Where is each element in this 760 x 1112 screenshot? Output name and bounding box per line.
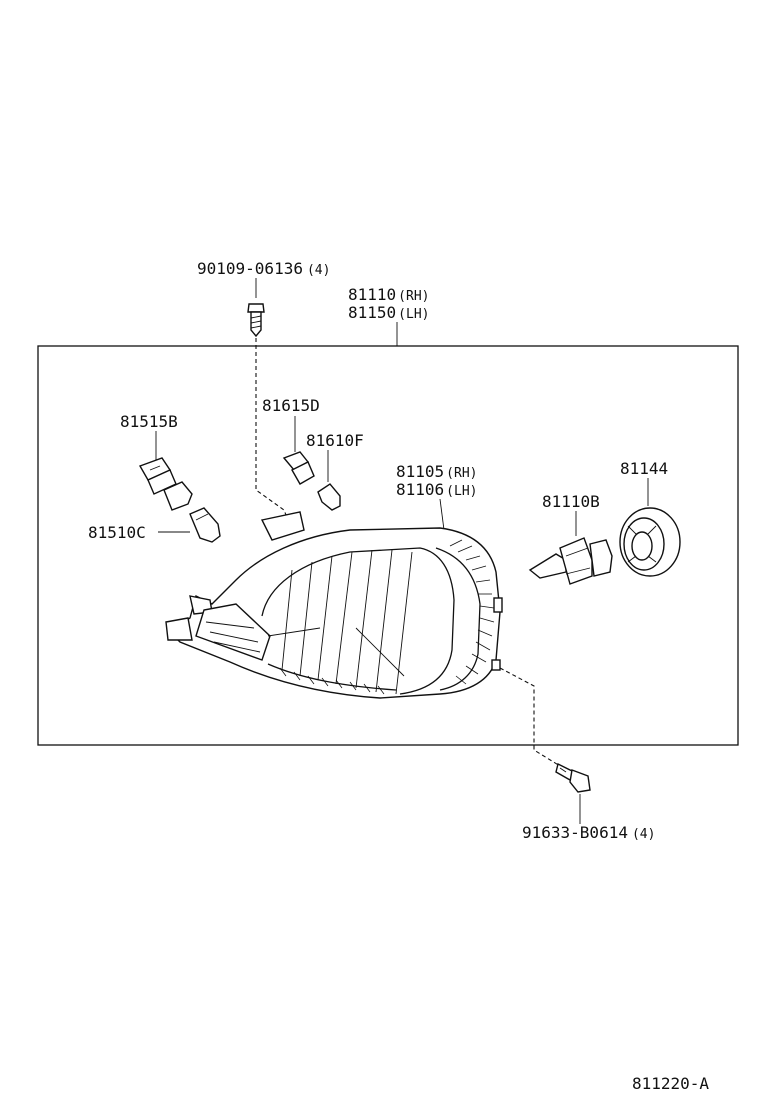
label-bulb-mid: 81610F — [306, 431, 364, 450]
socket-mid-icon — [282, 451, 315, 485]
label-lens-line1: 81105(RH) — [396, 462, 477, 481]
dashed-path-screw-bottom — [499, 667, 561, 767]
label-bulb-left: 81510C — [88, 523, 146, 542]
label-screw-bottom: 91633-B0614(4) — [522, 823, 655, 842]
assembly-frame — [37, 345, 739, 746]
label-screw-top: 90109-06136(4) — [197, 259, 330, 278]
bulb-mid-icon — [317, 483, 341, 511]
label-socket-left: 81515B — [120, 412, 178, 431]
label-lens-line2: 81106(LH) — [396, 480, 477, 499]
label-bulb-main: 81110B — [542, 492, 600, 511]
label-assembly-line1: 81110(RH) — [348, 285, 429, 304]
bulb-main-icon — [528, 537, 613, 585]
headlamp-housing-icon — [165, 511, 503, 699]
label-socket-mid: 81615D — [262, 396, 320, 415]
bulb-left-icon — [189, 507, 221, 543]
label-assembly-line2: 81150(LH) — [348, 303, 429, 322]
screw-bottom-icon — [555, 762, 591, 793]
screw-top-icon — [247, 303, 265, 338]
cover-icon — [619, 507, 681, 577]
diagram-id: 811220-A — [632, 1074, 709, 1093]
leader-lens — [439, 498, 445, 531]
socket-left-icon — [138, 457, 193, 511]
label-cover: 81144 — [620, 459, 668, 478]
dashed-path-screw-top — [255, 338, 289, 521]
